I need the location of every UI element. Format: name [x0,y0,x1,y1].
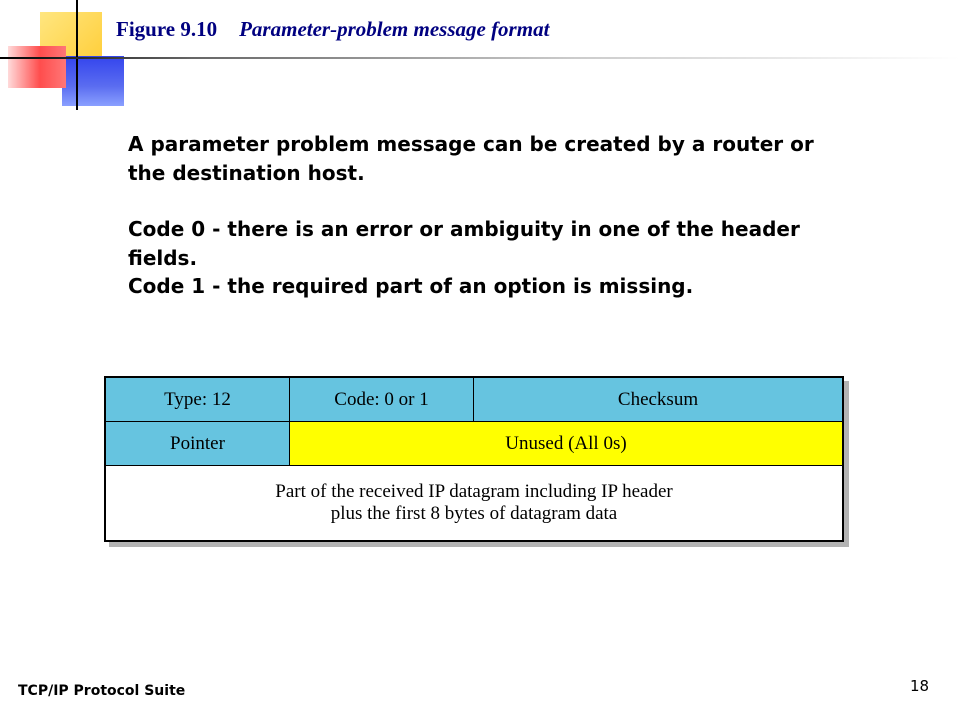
decor-blue-square [62,56,124,106]
figure-title: Figure 9.10 Parameter-problem message for… [116,17,549,42]
field-ip-datagram: Part of the received IP datagram includi… [106,466,842,540]
field-pointer: Pointer [106,422,290,465]
intro-paragraph: A parameter problem message can be creat… [128,132,814,185]
slide-body: A parameter problem message can be creat… [128,130,858,301]
code-1-description: Code 1 - the required part of an option … [128,274,694,298]
paragraph-gap [128,187,858,215]
field-code: Code: 0 or 1 [290,378,474,421]
decor-red-square [8,46,66,88]
field-checksum: Checksum [474,378,842,421]
footer-source: TCP/IP Protocol Suite [18,683,186,699]
decor-horizontal-line [0,57,960,59]
code-0-description: Code 0 - there is an error or ambiguity … [128,217,800,270]
message-format-diagram: Type: 12 Code: 0 or 1 Checksum Pointer U… [104,376,844,542]
field-ip-datagram-line-2: plus the first 8 bytes of datagram data [330,503,618,524]
page-number: 18 [910,677,930,695]
figure-caption: Parameter-problem message format [239,17,550,41]
field-type: Type: 12 [106,378,290,421]
diagram-row-data: Part of the received IP datagram includi… [106,466,842,540]
field-ip-datagram-line-1: Part of the received IP datagram includi… [275,481,673,502]
decor-vertical-line [76,0,78,110]
field-unused: Unused (All 0s) [290,422,842,465]
figure-number: Figure 9.10 [116,17,218,41]
diagram-row-header: Type: 12 Code: 0 or 1 Checksum [106,378,842,422]
diagram-row-pointer: Pointer Unused (All 0s) [106,422,842,466]
